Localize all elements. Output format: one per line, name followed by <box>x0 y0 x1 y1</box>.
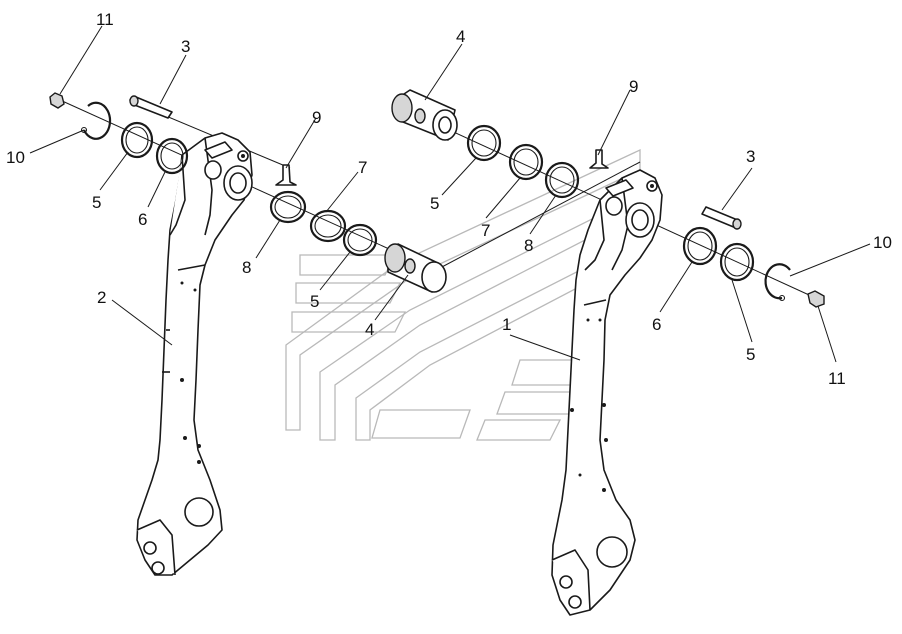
ring-5-center <box>342 223 378 257</box>
callout-9-right: 9 <box>629 77 638 96</box>
callout-8-right: 8 <box>524 236 533 255</box>
arm-right <box>551 169 663 616</box>
callout-5-right: 5 <box>746 345 755 364</box>
callout-6-right: 6 <box>652 315 661 334</box>
bushing-4-top <box>391 89 458 141</box>
grease-fitting-left <box>49 92 65 109</box>
callout-3-right: 3 <box>746 147 755 166</box>
bushing-4-center <box>384 243 447 293</box>
callout-5-center: 5 <box>310 292 319 311</box>
callout-8-left: 8 <box>242 258 251 277</box>
ring-7-center <box>309 209 347 243</box>
ring-7-right <box>508 143 544 181</box>
snap-ring-right <box>764 263 791 302</box>
ring-5-right <box>719 242 755 282</box>
callout-4-top: 4 <box>456 27 465 46</box>
callout-11-right: 11 <box>828 369 846 388</box>
callout-2: 2 <box>97 288 106 307</box>
ring-6-left <box>155 137 189 175</box>
pin-right <box>701 206 742 230</box>
callout-11-left: 11 <box>96 10 114 29</box>
callout-10-left: 10 <box>6 148 25 167</box>
ring-8-left <box>269 190 307 224</box>
callout-4-center: 4 <box>365 320 374 339</box>
callout-6-left: 6 <box>138 210 147 229</box>
bolt-9-left <box>275 164 297 186</box>
pin-left <box>129 95 173 119</box>
callout-7-center: 7 <box>358 158 367 177</box>
callout-3-left: 3 <box>181 37 190 56</box>
ring-5-left <box>120 121 154 159</box>
arm-left <box>136 132 253 576</box>
bolt-9-right <box>589 149 609 169</box>
callout-5-upper-right: 5 <box>430 194 439 213</box>
callout-10-right: 10 <box>873 233 892 252</box>
callout-5-left: 5 <box>92 193 101 212</box>
ring-5-upper-right <box>466 124 502 162</box>
callout-1: 1 <box>502 315 511 334</box>
callout-9-left: 9 <box>312 108 321 127</box>
snap-ring-left <box>80 101 112 140</box>
leader-lines <box>29 25 871 363</box>
ring-8-right <box>544 161 580 199</box>
grease-fitting-right <box>807 290 825 308</box>
ring-6-right <box>682 226 718 266</box>
callout-7-right: 7 <box>481 221 490 240</box>
callout-labels: 11 3 10 5 6 9 7 8 5 4 2 4 9 5 7 8 3 1 10… <box>6 10 892 388</box>
